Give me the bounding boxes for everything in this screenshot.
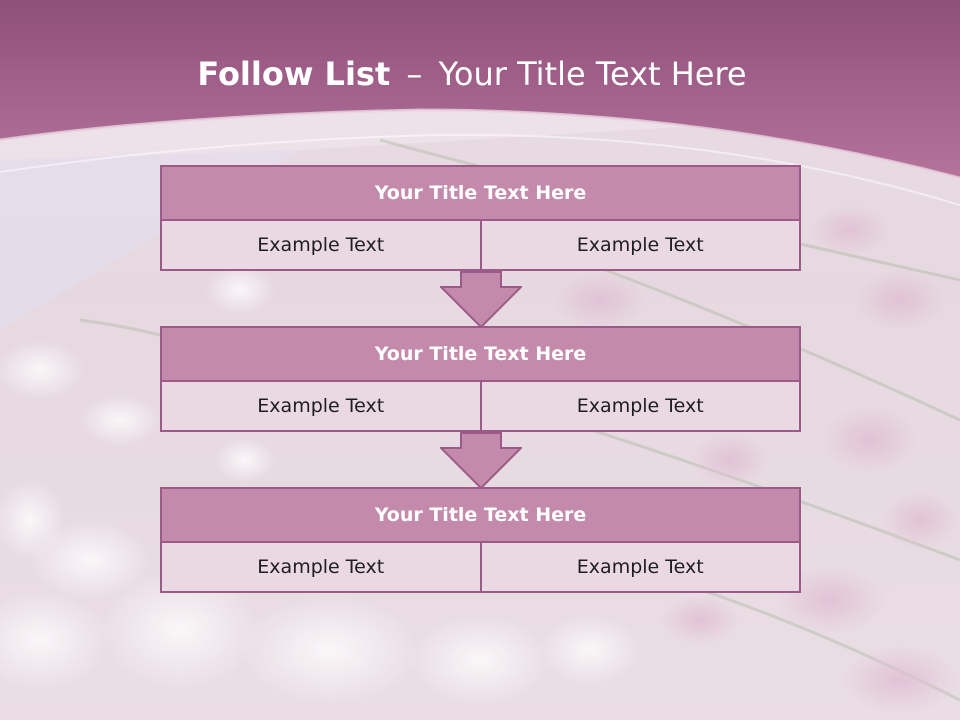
block-row: Example Text Example Text [160,221,801,271]
block-title: Your Title Text Here [160,165,801,221]
block-left-cell: Example Text [160,382,482,432]
list-block-2: Your Title Text Here Example Text Exampl… [160,326,801,432]
block-row: Example Text Example Text [160,382,801,432]
title-bold-part: Follow List [197,55,391,93]
block-right-cell: Example Text [481,221,801,271]
block-row: Example Text Example Text [160,543,801,593]
title-banner [0,0,960,178]
salt-crystals [0,265,640,705]
block-right-cell: Example Text [481,382,801,432]
block-left-cell: Example Text [160,221,482,271]
block-left-cell: Example Text [160,543,482,593]
heather-flowers [555,205,960,715]
block-title: Your Title Text Here [160,487,801,543]
list-block-1: Your Title Text Here Example Text Exampl… [160,165,801,271]
slide-title: Follow List – Your Title Text Here [0,52,944,96]
list-block-3: Your Title Text Here Example Text Exampl… [160,487,801,593]
down-arrow-icon [440,271,522,328]
block-right-cell: Example Text [481,543,801,593]
down-arrow-icon [440,432,522,489]
block-title: Your Title Text Here [160,326,801,382]
title-separator: – [406,55,423,93]
title-rest-part: Your Title Text Here [438,55,747,93]
